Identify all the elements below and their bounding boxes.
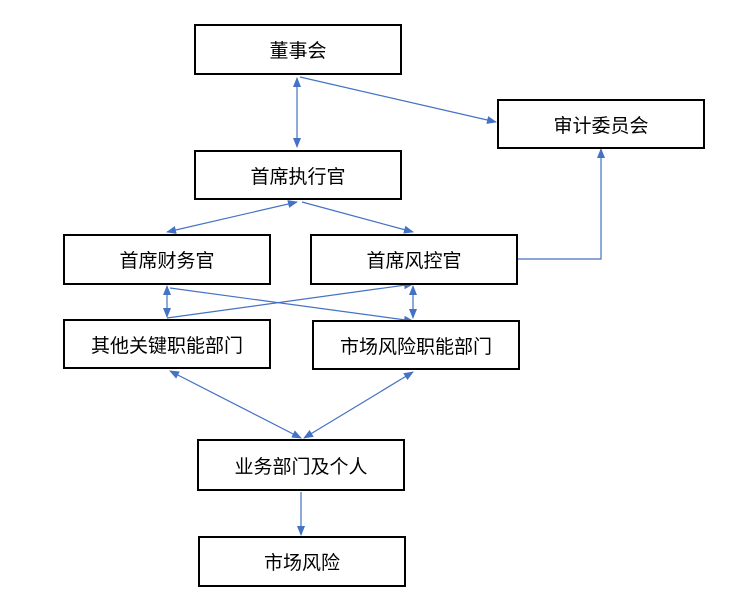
node-market-risk: 市场风险 [198,536,406,587]
node-board-label: 董事会 [269,40,327,62]
connector-cro-audit [518,148,605,260]
connector-other-cro [166,281,414,319]
connector-other-biz [169,370,302,439]
connector-cfo-mriskdept [169,287,414,324]
node-ceo-label: 首席执行官 [250,165,346,188]
connector-ceo-cfo [166,200,298,234]
connector-board-audit [299,76,497,124]
node-market-risk-department-label: 市场风险职能部门 [339,335,492,358]
node-market-risk-label: 市场风险 [263,552,340,574]
node-board: 董事会 [194,24,402,75]
node-cfo-label: 首席财务官 [119,250,215,272]
connector-ceo-cro [301,201,414,234]
node-audit-committee: 审计委员会 [497,99,705,149]
node-cro: 首席风控官 [310,234,518,285]
node-cro-label: 首席风控官 [366,250,462,272]
node-market-risk-department: 市场风险职能部门 [312,320,520,370]
node-cfo: 首席财务官 [63,234,271,285]
connector-mriskdept-biz [303,371,414,439]
node-other-departments-label: 其他关键职能部门 [90,334,243,357]
node-business-units: 业务部门及个人 [197,439,405,491]
node-other-departments: 其他关键职能部门 [63,319,271,369]
node-audit-committee-label: 审计委员会 [553,114,649,137]
node-business-units-label: 业务部门及个人 [234,455,368,478]
node-ceo: 首席执行官 [194,150,402,200]
